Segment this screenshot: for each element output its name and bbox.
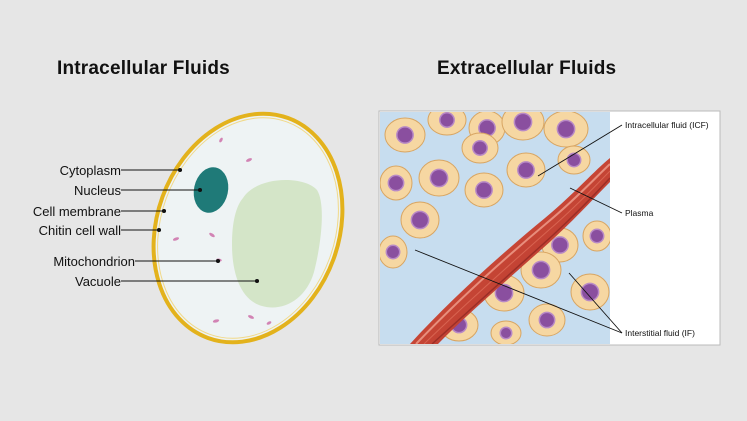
tissue-cell-nucleus [531, 260, 551, 280]
tissue-cell-nucleus [538, 311, 556, 329]
tissue-cell-nucleus [517, 161, 535, 179]
tissue-diagram: Intracellular fluid (ICF) Plasma Interst… [378, 110, 721, 346]
tissue-cell-nucleus [396, 126, 414, 144]
tissue-cell-nucleus [589, 228, 605, 244]
tissue-cell-nucleus [429, 168, 449, 188]
tissue-cell-nucleus [580, 282, 600, 302]
vacuole [232, 179, 322, 308]
nucleus [193, 167, 229, 213]
label-vacuole: Vacuole [75, 274, 121, 289]
label-mitochondrion: Mitochondrion [53, 254, 135, 269]
blood-vessel [410, 158, 610, 344]
label-cytoplasm: Cytoplasm [60, 163, 121, 178]
label-chitin-cell-wall: Chitin cell wall [39, 223, 121, 238]
label-icf: Intracellular fluid (ICF) [625, 120, 709, 130]
label-interstitial-fluid: Interstitial fluid (IF) [625, 328, 695, 338]
tissue-cell-nucleus [566, 152, 582, 168]
tissue-cell-nucleus [475, 181, 493, 199]
tissue-cell-nucleus [385, 244, 401, 260]
tissue-cell-nucleus [439, 112, 455, 128]
cell-membrane [157, 117, 339, 339]
tissue-cell-nucleus [472, 140, 488, 156]
cell-diagram: Cytoplasm Nucleus Cell membrane Chitin c… [33, 111, 345, 345]
label-cell-membrane: Cell membrane [33, 204, 121, 219]
tissue-cell-nucleus [513, 112, 533, 132]
tissue-cell-nucleus [556, 119, 576, 139]
tissue-cell-nucleus [387, 174, 405, 192]
tissue-cell-nucleus [494, 283, 514, 303]
label-plasma: Plasma [625, 208, 654, 218]
label-nucleus: Nucleus [74, 183, 121, 198]
extracellular-title: Extracellular Fluids [437, 58, 617, 79]
tissue-cell-nucleus [551, 236, 569, 254]
intracellular-title: Intracellular Fluids [57, 58, 230, 79]
tissue-cell-nucleus [410, 210, 430, 230]
tissue-cell-nucleus [499, 326, 513, 340]
